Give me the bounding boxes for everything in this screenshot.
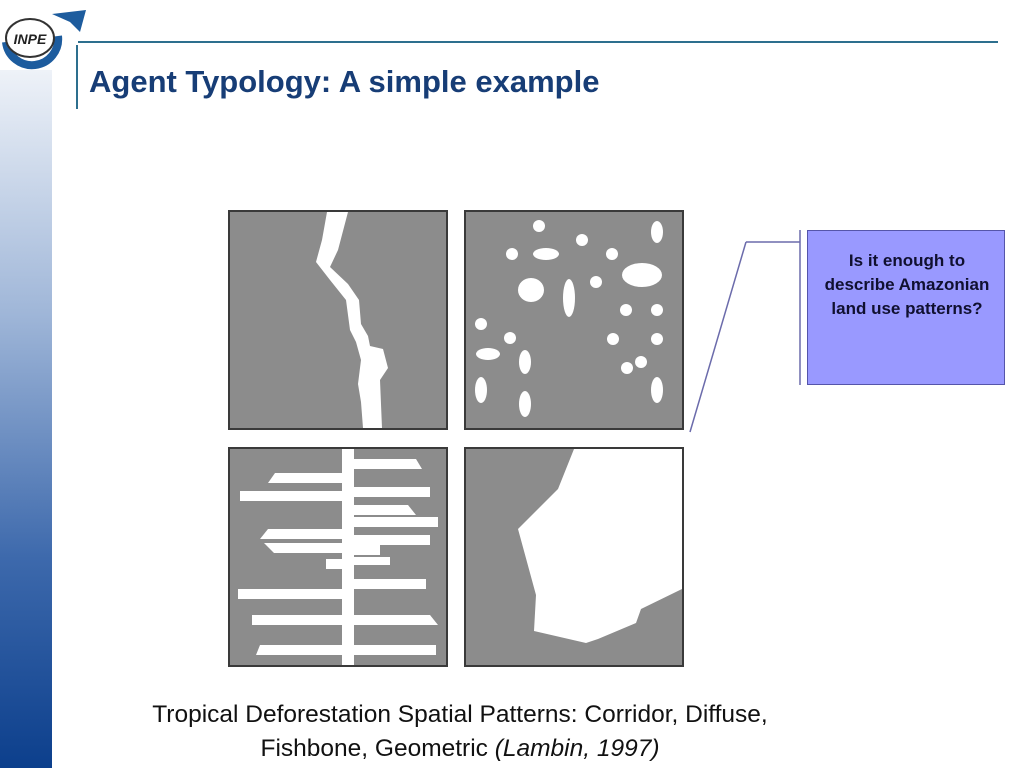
logo-text: INPE — [14, 31, 47, 47]
side-gradient-bar — [0, 70, 52, 768]
callout-text: Is it enough to describe Amazonian land … — [824, 251, 990, 318]
inpe-logo-icon: INPE — [2, 10, 86, 70]
header-rule — [78, 41, 998, 43]
figure-caption: Tropical Deforestation Spatial Patterns:… — [130, 698, 790, 766]
fishbone-pattern-graphic — [238, 449, 438, 665]
caption-citation: (Lambin, 1997) — [494, 735, 660, 762]
diffuse-pattern-graphic — [475, 220, 663, 417]
callout-connector — [689, 230, 801, 433]
corridor-pattern-graphic — [316, 212, 388, 428]
geometric-pattern-panel — [464, 447, 684, 667]
title-rule — [76, 45, 78, 109]
diffuse-pattern-panel — [464, 210, 684, 430]
geometric-pattern-graphic — [518, 449, 682, 643]
callout-box: Is it enough to describe Amazonian land … — [807, 230, 1005, 385]
corridor-pattern-panel — [228, 210, 448, 430]
slide-title: Agent Typology: A simple example — [89, 64, 600, 99]
fishbone-pattern-panel — [228, 447, 448, 667]
caption-main: Tropical Deforestation Spatial Patterns:… — [152, 701, 768, 762]
